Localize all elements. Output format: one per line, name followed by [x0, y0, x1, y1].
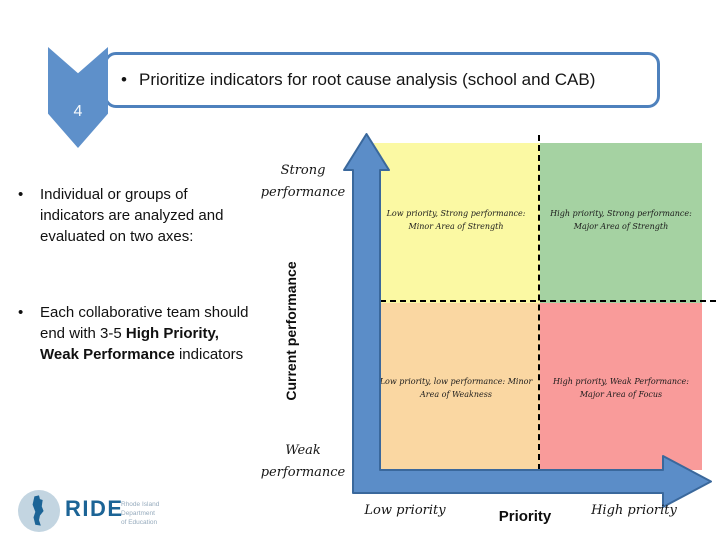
ride-logo-subtext-line: Department	[121, 510, 155, 517]
bullet-text: Individual or groups of indicators are a…	[40, 184, 254, 247]
x-axis-title: Priority	[498, 508, 552, 525]
x-axis-left-label: Low priority	[364, 503, 446, 518]
bullet-text-before: Individual or groups of indicators are a…	[40, 186, 224, 245]
bullet-item: • Each collaborative team should end wit…	[14, 302, 254, 365]
quadrant-label: High priority, Weak Performance: Major A…	[553, 377, 689, 399]
y-axis-bottom-label: Weak performance	[260, 443, 346, 480]
quadrant-label: Low priority, low performance: Minor Are…	[379, 377, 533, 399]
ride-logo-subtext-line: Rhode Island	[121, 501, 160, 508]
quadrant-top-left: Low priority, Strong performance: Minor …	[372, 143, 540, 303]
y-axis-top-label: Strong performance	[260, 163, 346, 200]
bullet-item: • Individual or groups of indicators are…	[14, 184, 254, 247]
rhode-island-icon	[32, 495, 44, 526]
bullet-marker: •	[18, 186, 24, 203]
ride-logo-text: RIDE	[65, 496, 124, 521]
quadrant-label: High priority, Strong performance: Major…	[550, 209, 692, 231]
quadrant-bottom-right: High priority, Weak Performance: Major A…	[540, 303, 702, 470]
title-box: • Prioritize indicators for root cause a…	[104, 52, 660, 108]
ride-logo-subtext-line: of Education	[121, 519, 158, 526]
bullet-marker: •	[18, 304, 24, 321]
dashed-divider-horizontal	[380, 300, 716, 302]
y-axis-title: Current performance	[283, 261, 299, 401]
bullet-list: • Individual or groups of indicators are…	[14, 184, 254, 365]
quadrant-top-right: High priority, Strong performance: Major…	[540, 143, 702, 303]
title-bullet: •	[121, 70, 127, 89]
slide-title: Prioritize indicators for root cause ana…	[139, 70, 596, 89]
ride-logo-subtext: Rhode Island Department of Education	[121, 500, 159, 527]
bullet-text: Each collaborative team should end with …	[40, 302, 254, 365]
quadrant-bottom-left: Low priority, low performance: Minor Are…	[372, 303, 540, 470]
title-inner: • Prioritize indicators for root cause a…	[121, 69, 595, 91]
step-chevron: 4	[48, 47, 108, 148]
step-number: 4	[73, 103, 83, 120]
bullet-text-before: Each collaborative team should end with …	[40, 304, 249, 342]
dashed-divider-vertical	[538, 135, 540, 470]
quadrant-label: Low priority, Strong performance: Minor …	[386, 209, 526, 231]
bullet-text-bold: High Priority, Weak Performance	[40, 325, 219, 363]
bullet-text-after: indicators	[174, 346, 244, 363]
x-axis-right-label: High priority	[591, 503, 677, 518]
ride-logo-circle	[18, 490, 60, 532]
